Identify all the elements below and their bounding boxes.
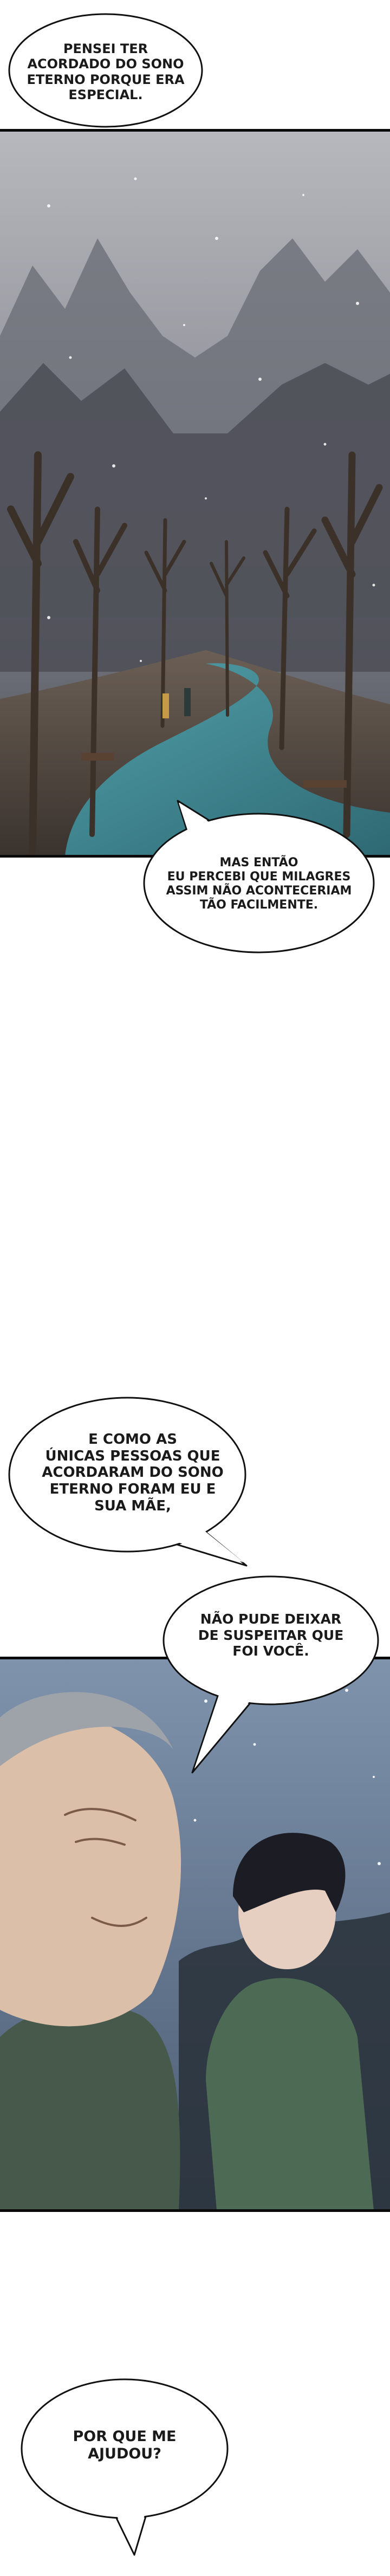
bubble-text: MAS ENTÃO EU PERCEBI QUE MILAGRES ASSIM … <box>140 856 378 912</box>
speech-bubble: PENSEI TER ACORDADO DO SONO ETERNO PORQU… <box>5 10 206 134</box>
bubble-line: FOI VOCÊ. <box>232 1643 309 1659</box>
bubble-line: PENSEI TER <box>63 41 148 56</box>
bubble-text: NÃO PUDE DEIXAR DE SUSPEITAR QUE FOI VOC… <box>160 1611 382 1659</box>
bubble-line: NÃO PUDE DEIXAR <box>200 1611 342 1627</box>
bubble-line: TÃO FACILMENTE. <box>199 898 318 912</box>
panel-border-bottom <box>0 2209 390 2212</box>
bubble-line: ASSIM NÃO ACONTECERIAM <box>166 884 352 898</box>
bubble-line: EU PERCEBI QUE MILAGRES <box>167 870 351 884</box>
panel-snowy-park <box>0 130 390 856</box>
bubble-shape <box>8 13 203 128</box>
bubble-text: PENSEI TER ACORDADO DO SONO ETERNO PORQU… <box>5 41 206 102</box>
bubble-line: MAS ENTÃO <box>219 856 298 870</box>
speech-bubble: E COMO AS ÚNICAS PESSOAS QUE ACORDARAM D… <box>5 1392 260 1571</box>
bubble-line: ESPECIAL. <box>68 87 143 102</box>
bubble-line: AJUDOU? <box>88 2445 161 2462</box>
bubble-text: E COMO AS ÚNICAS PESSOAS QUE ACORDARAM D… <box>5 1431 260 1514</box>
bubble-line: ETERNO PORQUE ERA <box>27 72 185 87</box>
speech-bubble: MAS ENTÃO EU PERCEBI QUE MILAGRES ASSIM … <box>140 796 378 959</box>
bubble-shape <box>8 1397 248 1567</box>
bubble-line: ETERNO FORAM EU E <box>49 1481 216 1498</box>
bubble-line: POR QUE ME <box>73 2428 177 2445</box>
bubble-line: SUA MÃE, <box>94 1497 171 1514</box>
bubble-line: ACORDADO DO SONO <box>27 56 184 72</box>
snowy-park-illustration <box>0 130 390 856</box>
panel-border-top <box>0 129 390 132</box>
bubble-shape <box>162 1575 379 1774</box>
bubble-line: ACORDARAM DO SONO <box>42 1464 224 1481</box>
bubble-shape <box>21 2378 229 2556</box>
bubble-line: ÚNICAS PESSOAS QUE <box>45 1448 220 1464</box>
panel-two-characters <box>0 1658 390 2210</box>
bubble-text: POR QUE ME AJUDOU? <box>16 2428 233 2463</box>
speech-bubble: NÃO PUDE DEIXAR DE SUSPEITAR QUE FOI VOC… <box>160 1571 382 1777</box>
bubble-line: DE SUSPEITAR QUE <box>198 1627 344 1643</box>
bubble-shape <box>143 800 375 953</box>
characters-illustration <box>0 1658 390 2210</box>
bubble-line: E COMO AS <box>88 1431 177 1448</box>
speech-bubble: POR QUE ME AJUDOU? <box>16 2373 233 2557</box>
